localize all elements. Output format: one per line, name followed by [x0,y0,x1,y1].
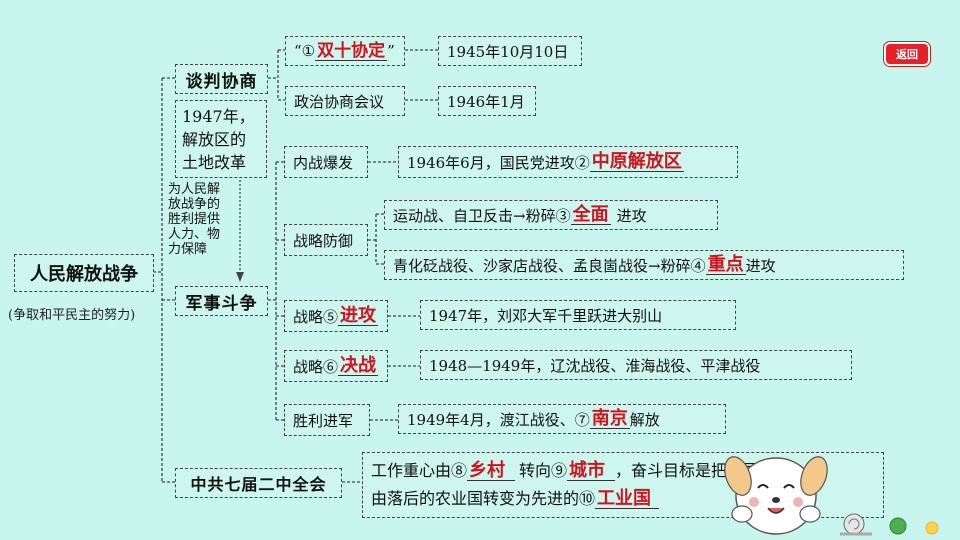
consultative-date-text: 1946年1月 [447,92,525,111]
victory-label: 胜利进军 [293,411,354,430]
defense-node: 战略防御 [284,224,368,256]
civil-war-text: 1946年6月，国民党进攻② [407,153,590,172]
victory-node: 胜利进军 [284,404,370,436]
plenum-label: 中共七届二中全会 [190,475,327,494]
answer-4: 重点 [705,253,746,275]
answer-9: 城市 [567,462,616,481]
victory-text: 1949年4月，渡江战役、⑦ [407,410,590,429]
decisive-detail-text: 1948—1949年，辽沈战役、淮海战役、平津战役 [429,356,761,375]
decisive-prefix: 战略⑥ [293,357,339,376]
victory-suffix: 解放 [629,410,660,429]
defense-line2-text: 青化砭战役、沙家店战役、孟良崮战役→粉碎④ [393,256,706,275]
answer-6: 决战 [338,354,379,376]
land-reform-line-3: 土地改革 [182,152,247,172]
land-reform-node: 1947年， 解放区的 土地改革 [175,100,267,178]
civil-war-label: 内战爆发 [293,153,354,172]
offense-prefix: 战略⑤ [293,307,339,326]
double-ten-prefix: “① [294,42,316,60]
support-note-line: 人力、物 [168,227,221,242]
plenum-text: 转向⑨ [519,461,568,480]
snail-decoration-icon [840,513,939,536]
support-note-line: 力保障 [168,242,208,257]
root-node: 人民解放战争 [14,254,154,292]
consultative-date: 1946年1月 [438,86,536,116]
plenum-node: 中共七届二中全会 [175,468,342,498]
root-subtitle: (争取和平民主的努力) [8,308,136,323]
answer-10: 工业国 [595,490,660,509]
dog-mascot-icon [724,456,828,535]
defense-line1-text: 运动战、自卫反击→粉碎③ [393,206,571,225]
answer-3: 全面 [570,203,611,225]
military-label: 军事斗争 [185,293,258,314]
answer-8: 乡村 [467,462,516,481]
plenum-text: 工作重心由⑧ [371,461,468,480]
support-note-line: 放战争的 [168,197,221,212]
support-note-line: 为人民解 [168,182,221,197]
double-ten-date-text: 1945年10月10日 [447,42,569,61]
back-button[interactable]: 返回 [884,42,930,66]
double-ten-suffix: ” [387,42,395,60]
support-note: 为人民解 放战争的 胜利提供 人力、物 力保障 [168,182,220,257]
defense-line1-suffix: 进攻 [616,206,647,225]
consultative-label: 政治协商会议 [294,92,385,111]
double-ten-date: 1945年10月10日 [438,36,582,66]
offense-detail-text: 1947年，刘邓大军千里跃进大别山 [429,306,663,325]
civil-war-node: 内战爆发 [284,146,368,178]
defense-line2-suffix: 进攻 [745,256,776,275]
offense-detail: 1947年，刘邓大军千里跃进大别山 [420,300,736,330]
military-node: 军事斗争 [175,286,268,316]
answer-2: 中原解放区 [589,150,684,172]
land-reform-line-1: 1947年， [182,106,255,126]
answer-7: 南京 [589,407,630,429]
consultative-node: 政治协商会议 [285,86,405,116]
decisive-detail: 1948—1949年，辽沈战役、淮海战役、平津战役 [420,350,852,380]
answer-1: 双十协定 [315,40,388,61]
negotiation-label: 谈判协商 [185,71,258,92]
land-reform-line-2: 解放区的 [182,129,247,149]
support-note-line: 胜利提供 [168,212,221,227]
plenum-text: 由落后的农业国转变为先进的⑩ [371,489,596,508]
answer-5: 进攻 [338,304,379,326]
defense-label: 战略防御 [293,231,354,250]
root-title: 人民解放战争 [30,264,138,285]
negotiation-node: 谈判协商 [175,64,268,94]
